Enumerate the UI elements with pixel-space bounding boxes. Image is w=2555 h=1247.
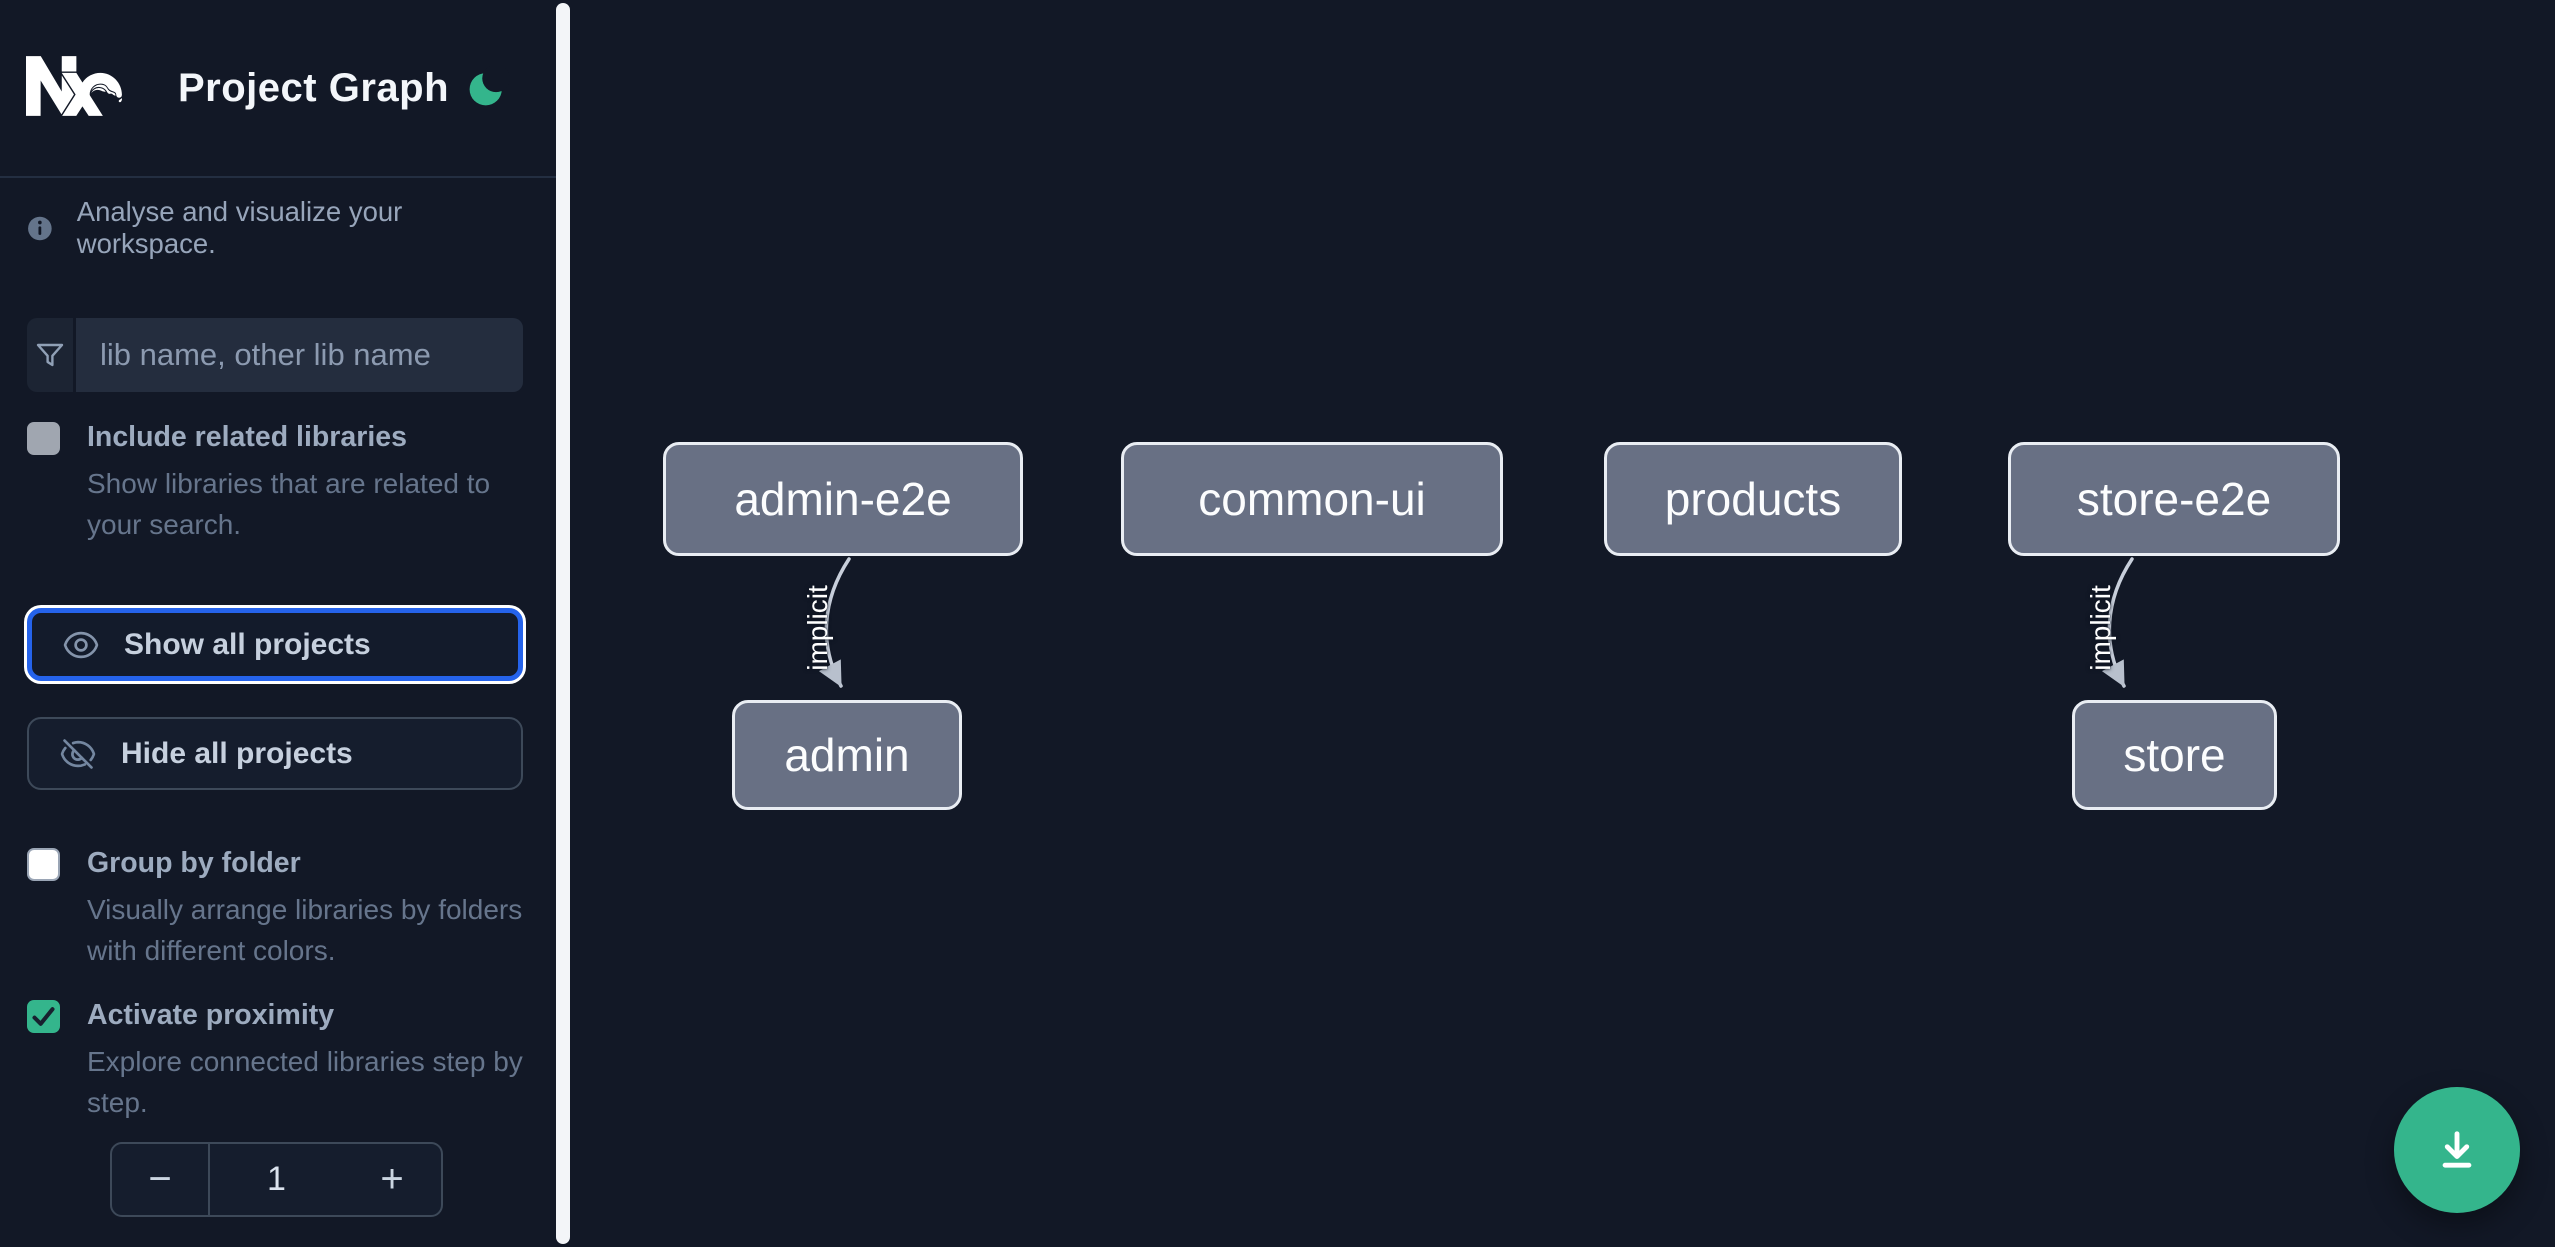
toggle-include-related: Include related libraries Show libraries… — [27, 420, 527, 545]
project-node-store-e2e[interactable]: store-e2e — [2008, 442, 2340, 556]
theme-toggle-button[interactable] — [462, 62, 514, 114]
eye-icon — [63, 631, 99, 658]
toggle-label: Activate proximity — [87, 999, 335, 1031]
edge-label-implicit: implicit — [802, 585, 833, 671]
download-icon — [2442, 1131, 2472, 1168]
hide-all-projects-button[interactable]: Hide all projects — [27, 717, 523, 790]
sidebar-scrollbar[interactable] — [556, 3, 570, 1244]
graph-canvas[interactable]: implicit implicit admin-e2e common-ui pr… — [572, 0, 2555, 1247]
search-box — [27, 318, 523, 392]
search-input[interactable] — [76, 318, 523, 392]
activate-proximity-checkbox[interactable] — [27, 1000, 60, 1033]
edge-admin-e2e-to-admin — [818, 557, 851, 688]
sidebar-header: Project Graph — [0, 0, 556, 178]
eye-off-icon — [60, 738, 96, 769]
toggle-group-by-folder: Group by folder Visually arrange librari… — [27, 846, 527, 971]
project-node-admin-e2e[interactable]: admin-e2e — [663, 442, 1023, 556]
toggle-description: Visually arrange libraries by folders wi… — [87, 894, 523, 966]
toggle-label: Include related libraries — [87, 421, 407, 453]
toggle-description: Explore connected libraries step by step… — [87, 1046, 523, 1118]
increment-button[interactable]: + — [343, 1144, 441, 1215]
check-icon — [32, 1007, 55, 1026]
project-node-store[interactable]: store — [2072, 700, 2277, 810]
project-node-common-ui[interactable]: common-ui — [1121, 442, 1503, 556]
moon-icon — [469, 64, 510, 105]
workspace-info: Analyse and visualize your workspace. — [27, 196, 527, 260]
edge-label-implicit: implicit — [2085, 585, 2116, 671]
info-icon — [28, 216, 52, 240]
edge-store-e2e-to-store — [2101, 557, 2134, 688]
nx-logo — [26, 56, 122, 116]
project-node-admin[interactable]: admin — [732, 700, 962, 810]
toggle-activate-proximity: Activate proximity Explore connected lib… — [27, 998, 527, 1123]
toggle-label: Group by folder — [87, 847, 301, 879]
info-text: Analyse and visualize your workspace. — [76, 196, 403, 259]
proximity-depth-value: 1 — [208, 1144, 343, 1215]
decrement-button[interactable]: − — [112, 1144, 208, 1215]
include-related-checkbox[interactable] — [27, 422, 60, 455]
sidebar: Project Graph Analyse and visualize your… — [0, 0, 572, 1247]
dependency-edges — [818, 557, 2134, 688]
button-label: Show all projects — [124, 627, 371, 661]
project-node-products[interactable]: products — [1604, 442, 1902, 556]
group-by-folder-checkbox[interactable] — [27, 848, 60, 881]
proximity-depth-stepper: − 1 + — [110, 1142, 443, 1217]
show-all-projects-button[interactable]: Show all projects — [27, 608, 523, 681]
page-title: Project Graph — [178, 65, 450, 110]
button-label: Hide all projects — [121, 736, 353, 770]
toggle-description: Show libraries that are related to your … — [87, 468, 491, 540]
filter-funnel-icon — [27, 318, 76, 392]
download-graph-button[interactable] — [2394, 1087, 2520, 1213]
